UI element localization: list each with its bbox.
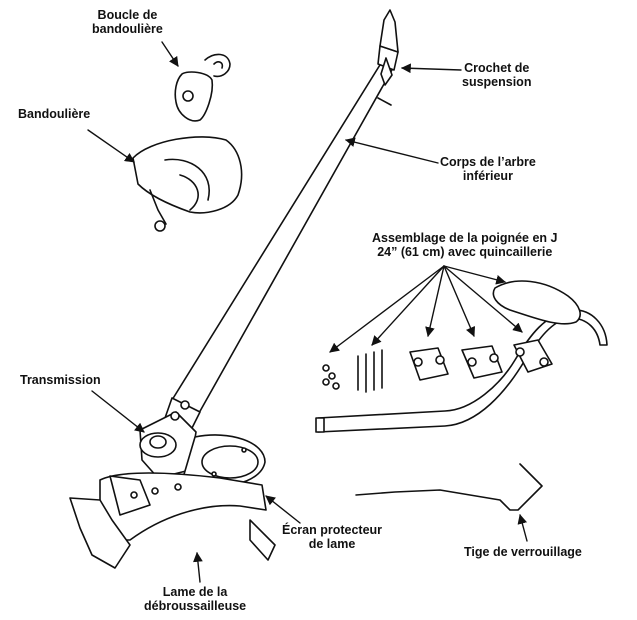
label-locking-rod: Tige de verrouillage xyxy=(464,545,582,559)
label-line: Lame de la xyxy=(144,585,246,599)
label-brush-blade: Lame de la débroussailleuse xyxy=(144,585,246,613)
label-hanger-hook: Crochet de suspension xyxy=(462,61,531,89)
shoulder-strap-buckle xyxy=(175,54,230,120)
label-line: de lame xyxy=(282,537,382,551)
label-line: 24” (61 cm) avec quincaillerie xyxy=(372,245,557,259)
label-lower-shaft: Corps de l’arbre inférieur xyxy=(440,155,536,183)
label-line: Tige de verrouillage xyxy=(464,545,582,559)
label-line: Corps de l’arbre xyxy=(440,155,536,169)
label-line: bandoulière xyxy=(92,22,163,36)
label-blade-guard: Écran protecteur de lame xyxy=(282,523,382,551)
label-shoulder-strap-buckle: Boucle de bandoulière xyxy=(92,8,163,36)
label-line: Écran protecteur xyxy=(282,523,382,537)
label-line: Boucle de xyxy=(92,8,163,22)
locking-rod xyxy=(356,464,542,510)
label-line: Assemblage de la poignée en J xyxy=(372,231,557,245)
j-handle xyxy=(316,281,607,432)
label-shoulder-strap: Bandoulière xyxy=(18,107,90,121)
label-line: Bandoulière xyxy=(18,107,90,121)
label-line: Transmission xyxy=(20,373,101,387)
label-line: débroussailleuse xyxy=(144,599,246,613)
label-transmission: Transmission xyxy=(20,373,101,387)
shoulder-strap xyxy=(133,137,242,231)
label-j-handle-assembly: Assemblage de la poignée en J 24” (61 cm… xyxy=(372,231,557,259)
label-line: suspension xyxy=(462,75,531,89)
label-line: Crochet de xyxy=(462,61,531,75)
label-line: inférieur xyxy=(440,169,536,183)
